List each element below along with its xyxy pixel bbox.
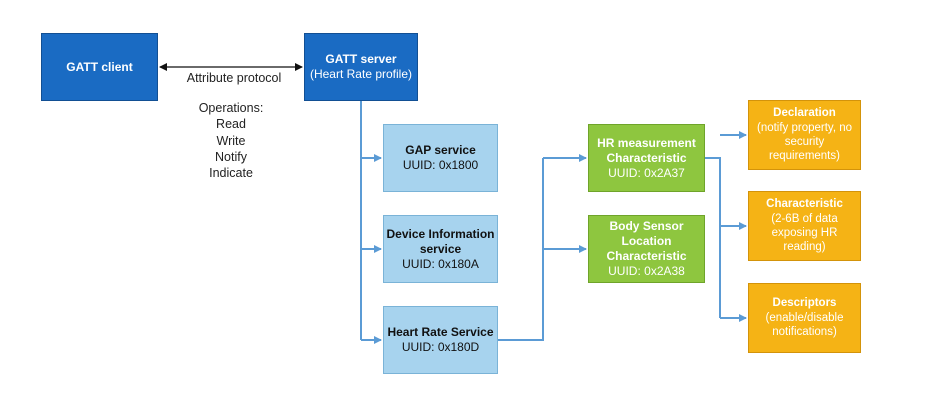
body-sensor-line-1: Body Sensor [609,219,684,233]
device-information-name-1: Device Information [386,226,495,241]
descriptors-title: Descriptors [772,297,837,310]
gatt-server-subtitle: (Heart Rate profile) [309,67,413,81]
gatt-client-node: GATT client [41,33,158,101]
service-to-characteristics-connector [498,158,544,341]
operation-read: Read [216,117,246,132]
gatt-client-label: GATT client [66,59,133,74]
operation-indicate: Indicate [209,166,253,180]
operation-write: Write [216,133,246,148]
characteristic-value-title: Characteristic [766,198,843,211]
device-information-service-node: Device Information service UUID: 0x180A [383,215,498,283]
declaration-line-2: security [784,136,825,148]
body-sensor-line-2: Location [621,234,672,248]
declaration-line-1: (notify property, no [756,121,853,134]
gatt-server-title: GATT server [325,52,397,66]
descriptors-line-1: (enable/disable [765,311,844,324]
hr-measurement-characteristic-node: HR measurement Characteristic UUID: 0x2A… [588,124,705,192]
attribute-protocol-label: Attribute protocol [186,71,282,85]
gap-service-node: GAP service UUID: 0x1800 [383,124,498,192]
gap-service-name: GAP service [405,143,476,157]
body-sensor-uuid: UUID: 0x2A38 [608,264,685,278]
operations-list: Operations: Read Write Notify Indicate [176,100,286,181]
gap-service-uuid: UUID: 0x1800 [402,158,479,172]
declaration-title: Declaration [773,107,836,120]
operations-title: Operations: [198,101,264,115]
operation-notify: Notify [215,149,247,164]
heart-rate-service-node: Heart Rate Service UUID: 0x180D [383,306,498,374]
body-sensor-location-characteristic-node: Body Sensor Location Characteristic UUID… [588,215,705,283]
device-information-name-2: service [419,241,462,256]
characteristic-value-line-3: reading) [783,241,826,254]
hr-measurement-line-1: HR measurement [597,135,696,150]
gatt-server-node: GATT server (Heart Rate profile) [304,33,418,101]
hr-measurement-line-2: Characteristic [606,150,687,165]
characteristic-value-node: Characteristic (2-6B of data exposing HR… [748,191,861,261]
characteristic-to-attributes-connector [705,157,721,318]
device-information-uuid: UUID: 0x180A [402,256,479,271]
characteristic-value-line-2: exposing HR [771,227,838,239]
declaration-node: Declaration (notify property, no securit… [748,100,861,170]
characteristic-value-line-1: (2-6B of data [771,212,838,225]
heart-rate-service-name: Heart Rate Service [387,325,494,339]
descriptors-node: Descriptors (enable/disable notification… [748,283,861,353]
descriptors-line-2: notifications) [772,326,837,339]
heart-rate-service-uuid: UUID: 0x180D [401,340,480,354]
body-sensor-line-3: Characteristic [606,249,687,263]
hr-measurement-uuid: UUID: 0x2A37 [608,165,685,180]
declaration-line-3: requirements) [769,150,840,163]
